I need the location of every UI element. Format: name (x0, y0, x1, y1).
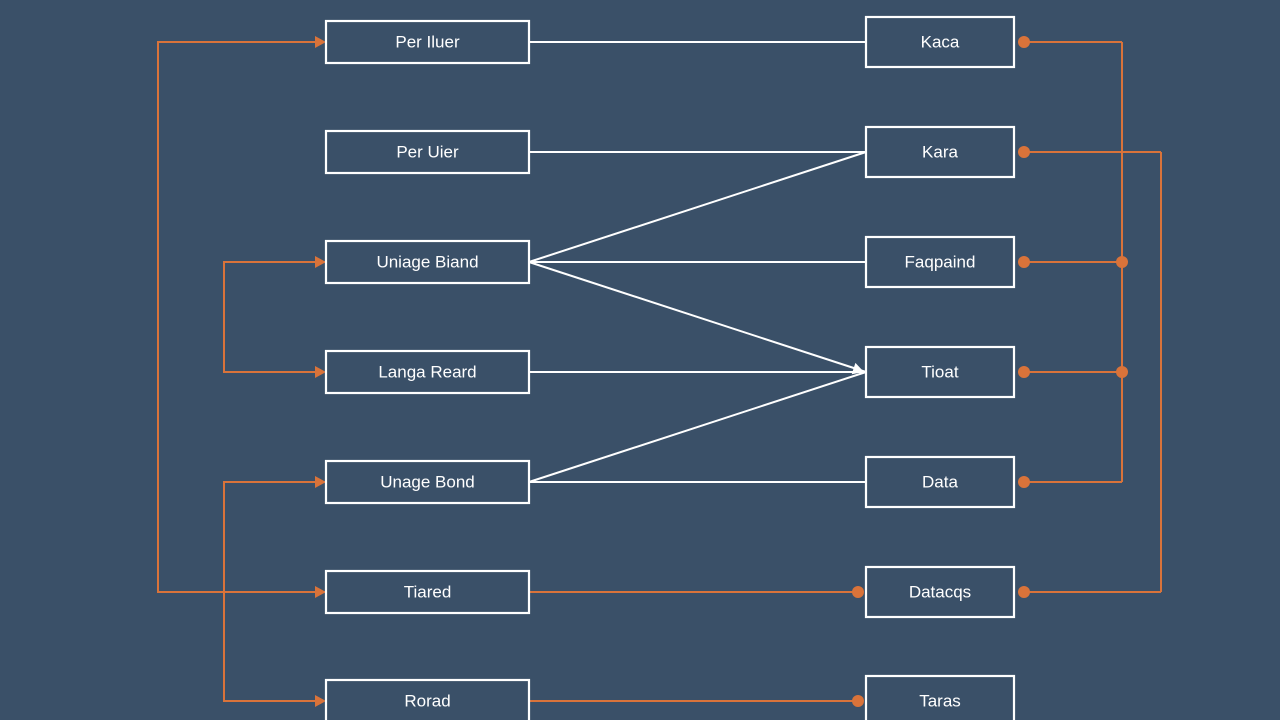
node-label: Per Iluer (395, 32, 460, 51)
link-L3-R4 (528, 261, 867, 373)
node-label: Per Uier (396, 142, 459, 161)
node-L1: Per Iluer (324, 19, 531, 65)
node-box (324, 349, 531, 395)
loop-arrow-L1 (315, 36, 326, 48)
node-R4: Tioat (864, 345, 1016, 399)
dot-R5-out (1018, 476, 1030, 488)
node-R6: Datacqs (864, 565, 1016, 619)
loop-arrow-L4 (315, 366, 326, 378)
node-L4: Langa Reard (324, 349, 531, 395)
node-label: Rorad (404, 691, 450, 710)
node-L2: Per Uier (324, 129, 531, 175)
dot-R6-out (1018, 586, 1030, 598)
loop-arrow-L7 (315, 695, 326, 707)
node-box (324, 459, 531, 505)
node-label: Tioat (921, 362, 958, 381)
loop-L6-L1 (157, 41, 326, 593)
junction-inner-R3 (1116, 256, 1128, 268)
node-box (864, 565, 1016, 619)
loop-arrow-L3 (315, 256, 326, 268)
loop-L3-L4 (223, 261, 326, 373)
loop-L5-L7 (223, 481, 326, 702)
node-box (864, 125, 1016, 179)
junction-inner-R4 (1116, 366, 1128, 378)
node-label: Data (922, 472, 958, 491)
node-box (324, 678, 531, 720)
links-layer (157, 36, 1162, 707)
link-L5-R4 (528, 371, 867, 483)
node-box (864, 455, 1016, 509)
loop-arrow-L5 (315, 476, 326, 488)
node-R3: Faqpaind (864, 235, 1016, 289)
node-R7: Taras (864, 674, 1016, 720)
node-box (324, 239, 531, 285)
node-label: Tiared (404, 582, 452, 601)
dot-R4-out (1018, 366, 1030, 378)
node-L7: Rorad (324, 678, 531, 720)
node-L5: Unage Bond (324, 459, 531, 505)
node-label: Kara (922, 142, 958, 161)
node-box (324, 129, 531, 175)
node-L3: Uniage Biand (324, 239, 531, 285)
loop-arrow-L6 (315, 586, 326, 598)
node-label: Faqpaind (905, 252, 976, 271)
node-R1: Kaca (864, 15, 1016, 69)
node-box (864, 15, 1016, 69)
node-box (864, 345, 1016, 399)
dot-R2-out (1018, 146, 1030, 158)
node-label: Datacqs (909, 582, 971, 601)
node-label: Kaca (921, 32, 960, 51)
node-box (864, 235, 1016, 289)
node-box (324, 569, 531, 615)
node-label: Langa Reard (378, 362, 476, 381)
node-box (864, 674, 1016, 720)
dot-R6-in (852, 586, 864, 598)
node-box (324, 19, 531, 65)
dot-R3-out (1018, 256, 1030, 268)
node-L6: Tiared (324, 569, 531, 615)
dot-R1-out (1018, 36, 1030, 48)
node-label: Uniage Biand (376, 252, 478, 271)
node-R2: Kara (864, 125, 1016, 179)
node-R5: Data (864, 455, 1016, 509)
node-label: Taras (919, 691, 961, 710)
dot-R7-in (852, 695, 864, 707)
link-L3-R2 (528, 151, 867, 263)
node-label: Unage Bond (380, 472, 475, 491)
